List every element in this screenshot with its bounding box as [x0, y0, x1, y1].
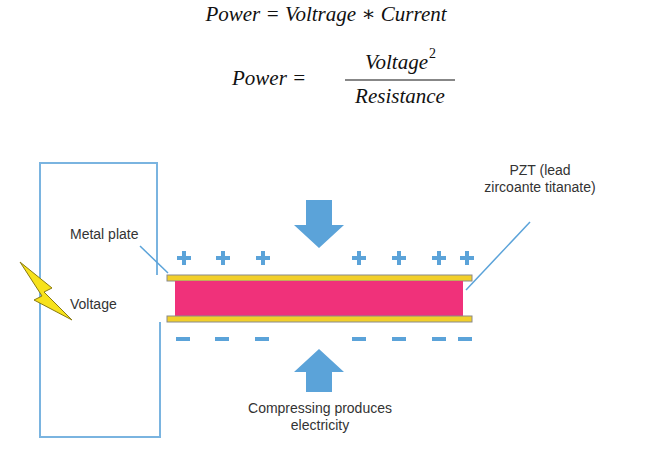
part-label: Metal plate	[70, 226, 138, 243]
force-arrow	[294, 349, 344, 392]
fraction-bar	[345, 79, 455, 80]
leader-line	[466, 222, 530, 290]
pzt-layer	[175, 281, 463, 316]
minus-charges	[176, 337, 472, 341]
exponent: 2	[429, 46, 436, 62]
metal-plate	[167, 275, 472, 281]
formula-lhs: Power =	[232, 66, 306, 91]
lightning-symbol	[20, 262, 72, 320]
metal-plate	[167, 316, 472, 322]
part-label: PZT (lead zircoante titanate)	[480, 162, 600, 196]
fraction-denominator: Resistance	[355, 84, 445, 109]
circuit-wire	[40, 163, 160, 437]
force-arrow	[294, 200, 344, 248]
formula: Power = Voltrage ∗ Current	[205, 2, 446, 27]
caption-label: Compressing produces electricity	[245, 400, 395, 434]
plus-charges	[177, 251, 474, 265]
leader-line	[140, 246, 168, 273]
part-label: Voltage	[70, 296, 117, 313]
fraction-numerator: Voltage	[365, 50, 428, 75]
